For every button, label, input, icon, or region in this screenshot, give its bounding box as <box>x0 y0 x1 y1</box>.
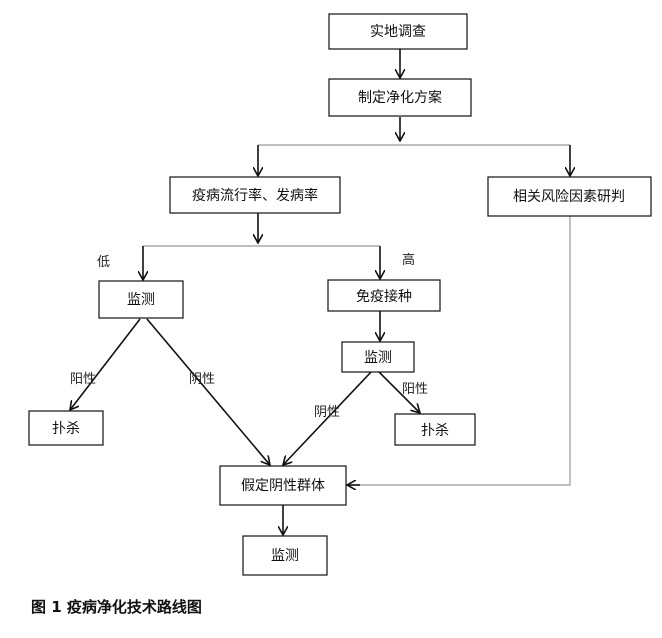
node-monitor1: 监测 <box>98 280 184 319</box>
edge-label-positive1: 阳性 <box>70 372 96 387</box>
arrow-monitor2-to-negative-group <box>283 370 373 465</box>
node-rates: 疫病流行率、发病率 <box>169 176 341 214</box>
node-monitor3: 监测 <box>242 535 328 576</box>
arrow-monitor1-to-negative-group <box>146 318 270 465</box>
node-monitor3-label: 监测 <box>271 548 299 564</box>
node-risk-label: 相关风险因素研判 <box>513 189 625 205</box>
node-survey: 实地调查 <box>328 13 468 50</box>
node-plan: 制定净化方案 <box>328 78 472 117</box>
node-negative-group: 假定阴性群体 <box>219 465 347 506</box>
edge-label-high: 高 <box>402 252 415 268</box>
arrow-monitor2-to-cull2 <box>377 370 420 413</box>
edge-label-negative1: 阴性 <box>189 372 215 387</box>
node-vaccinate-label: 免疫接种 <box>356 288 412 305</box>
node-cull1: 扑杀 <box>28 410 104 446</box>
node-negative-group-label: 假定阴性群体 <box>241 478 325 494</box>
arrow-monitor1-to-cull1 <box>70 318 141 410</box>
node-risk: 相关风险因素研判 <box>487 176 652 217</box>
node-cull2: 扑杀 <box>394 413 476 446</box>
node-survey-label: 实地调查 <box>370 24 426 40</box>
edge-label-negative2: 阴性 <box>314 405 340 420</box>
connectors <box>70 49 570 535</box>
arrow-risk-to-negative-group <box>346 216 571 486</box>
node-monitor1-label: 监测 <box>127 292 155 308</box>
node-monitor2-label: 监测 <box>364 350 392 366</box>
node-vaccinate: 免疫接种 <box>327 279 441 312</box>
edge-label-positive2: 阳性 <box>402 382 428 397</box>
edge-label-low: 低 <box>97 255 110 270</box>
node-rates-label: 疫病流行率、发病率 <box>192 187 318 204</box>
figure-caption: 图 1 疫病净化技术路线图 <box>31 598 202 616</box>
node-cull2-label: 扑杀 <box>421 423 449 439</box>
node-cull1-label: 扑杀 <box>52 421 80 437</box>
node-plan-label: 制定净化方案 <box>358 89 442 106</box>
node-monitor2: 监测 <box>341 341 415 373</box>
